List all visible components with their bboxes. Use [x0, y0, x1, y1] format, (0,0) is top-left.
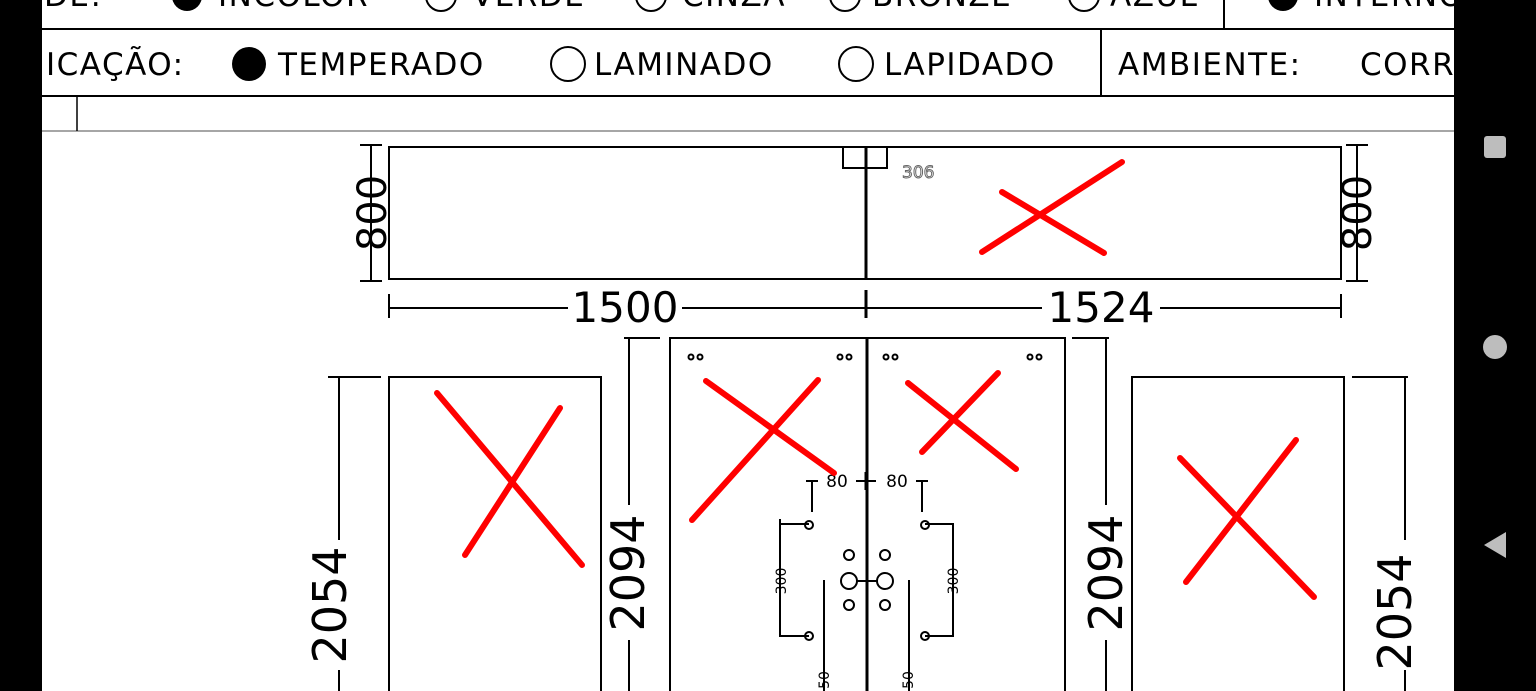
x-mark-side-left	[434, 390, 585, 568]
red-x-marks	[434, 159, 1317, 600]
header-row-treatment: ICAÇÃO: TEMPERADO LAMINADO LAPIDADO AMBI…	[46, 46, 1454, 83]
dim-offset-left: 80	[826, 472, 848, 492]
dim-width-right: 1524	[1048, 283, 1155, 332]
radio-bronze-icon[interactable]	[829, 0, 861, 12]
svg-text:ICAÇÃO:: ICAÇÃO:	[46, 47, 185, 83]
radio-azul-icon[interactable]	[1068, 0, 1100, 12]
dim-side-left: 2054	[303, 546, 357, 663]
home-icon	[1483, 335, 1507, 359]
x-mark-top-right	[979, 159, 1125, 256]
x-mark-door-left	[689, 377, 837, 523]
back-button[interactable]	[1454, 513, 1536, 573]
lower-panels	[328, 337, 1408, 691]
hole-dots	[687, 353, 1043, 361]
technical-drawing: DE: INCOLOR VERDE CINZA BRONZE AZUL INTE…	[42, 0, 1454, 691]
radio-laminado-icon[interactable]	[550, 46, 586, 82]
header-row-glass-color: DE: INCOLOR VERDE CINZA BRONZE AZUL INTE…	[44, 0, 1454, 14]
recents-button[interactable]	[1454, 117, 1536, 177]
dim-width-left: 1500	[572, 283, 679, 332]
radio-interno-icon[interactable]	[1268, 0, 1298, 11]
svg-text:AMBIENTE:: AMBIENTE:	[1118, 47, 1302, 83]
x-mark-side-right	[1177, 437, 1317, 600]
svg-text:INTERNO: INTERNO	[1314, 0, 1454, 14]
radio-verde-icon[interactable]	[425, 0, 457, 12]
home-button[interactable]	[1454, 317, 1536, 377]
radio-incolor-icon[interactable]	[172, 0, 202, 11]
panel-note: 306	[902, 163, 934, 183]
radio-cinza-icon[interactable]	[635, 0, 667, 12]
dim-door-left: 2094	[601, 514, 655, 631]
dim-spacing-left: 300	[774, 568, 790, 595]
svg-text:CORR: CORR	[1360, 47, 1454, 83]
svg-text:LAPIDADO: LAPIDADO	[884, 47, 1056, 83]
svg-text:INCOLOR: INCOLOR	[218, 0, 369, 14]
svg-text:DE:: DE:	[44, 0, 102, 14]
dim-top-left: 800	[350, 175, 396, 251]
dim-bottom-right: 50	[901, 671, 917, 689]
navigation-bar	[1454, 0, 1536, 691]
recents-icon	[1484, 136, 1506, 158]
svg-text:BRONZE: BRONZE	[872, 0, 1012, 14]
x-mark-door-right	[905, 370, 1019, 472]
back-icon	[1484, 532, 1506, 558]
dim-spacing-right: 300	[946, 568, 962, 595]
dim-top-right: 800	[1335, 175, 1381, 251]
svg-text:AZUL: AZUL	[1110, 0, 1198, 14]
header-table	[42, 0, 1454, 132]
drawing-viewer[interactable]: DE: INCOLOR VERDE CINZA BRONZE AZUL INTE…	[42, 0, 1454, 691]
radio-temperado-icon[interactable]	[232, 47, 266, 81]
dim-offset-right: 80	[886, 472, 908, 492]
dim-door-right: 2094	[1079, 514, 1133, 631]
svg-text:CINZA: CINZA	[682, 0, 786, 14]
top-panel	[360, 144, 1368, 318]
radio-lapidado-icon[interactable]	[838, 46, 874, 82]
dim-side-right: 2054	[1368, 553, 1422, 670]
dim-bottom-left: 50	[817, 671, 833, 689]
svg-text:TEMPERADO: TEMPERADO	[277, 47, 485, 83]
svg-text:LAMINADO: LAMINADO	[594, 47, 774, 83]
svg-text:VERDE: VERDE	[472, 0, 585, 14]
